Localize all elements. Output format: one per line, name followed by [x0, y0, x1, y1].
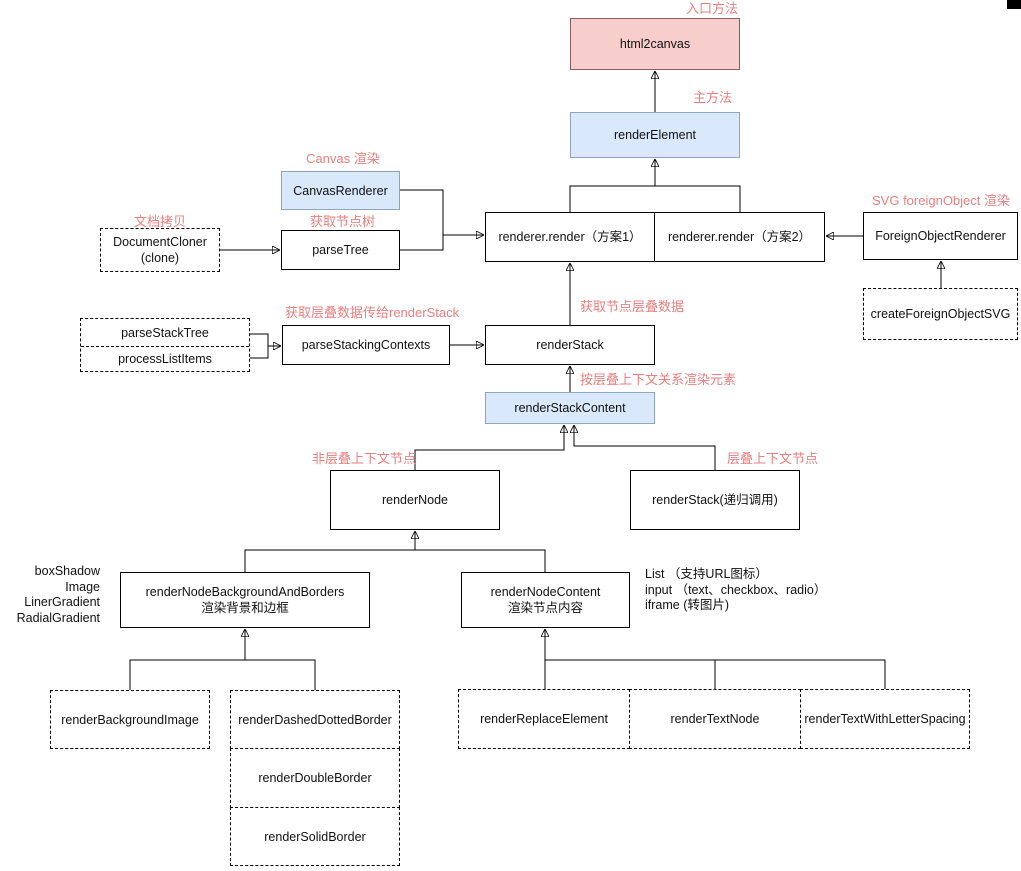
node-rendertextnode: renderTextNode	[629, 689, 801, 749]
node-rendertextwithletterspacing-label: renderTextWithLetterSpacing	[804, 712, 966, 726]
connector-canvasrenderer-parsetree-merge	[400, 189, 444, 251]
annotation-get-node-stacking-data: 获取节点层叠数据	[580, 299, 685, 314]
node-foreignobjectrenderer: ForeignObjectRenderer	[863, 212, 1018, 260]
node-renderstackcontent-label: renderStackContent	[514, 401, 626, 415]
node-parsetree: parseTree	[281, 230, 400, 270]
node-rendernode-label: renderNode	[381, 493, 448, 507]
node-rendernodebackgroundandborders-line2: 渲染背景和边框	[201, 601, 289, 615]
node-html2canvas: html2canvas	[570, 18, 740, 70]
node-parsestackingcontexts: parseStackingContexts	[282, 325, 450, 365]
node-renderer-render-2-label: renderer.render（方案2）	[667, 230, 812, 244]
node-renderer-render-2: renderer.render（方案2）	[654, 212, 825, 262]
note-content-capability: input （text、checkbox、radio）	[645, 582, 827, 597]
annotation-render-by-stacking-context: 按层叠上下文关系渲染元素	[580, 372, 737, 387]
node-rendertextnode-label: renderTextNode	[670, 712, 760, 726]
node-renderstack-label: renderStack	[536, 338, 604, 352]
node-renderstackcontent: renderStackContent	[485, 392, 655, 424]
node-renderdoubleborder: renderDoubleBorder	[230, 748, 400, 808]
node-parsetree-label: parseTree	[312, 243, 369, 257]
node-renderer-render-1: renderer.render（方案1）	[485, 212, 655, 262]
screen-corner-artifact	[1007, 0, 1021, 9]
node-rendersolidborder: renderSolidBorder	[230, 807, 400, 866]
annotation-main-method: 主方法	[693, 90, 733, 105]
connector-rendernode-to-stackcontent	[414, 426, 564, 470]
node-renderbackgroundimage: renderBackgroundImage	[50, 690, 210, 749]
node-rendernodebackgroundandborders: renderNodeBackgroundAndBorders 渲染背景和边框	[120, 572, 370, 628]
node-createforeignobjectsvg: createForeignObjectSVG	[863, 288, 1018, 340]
annotation-entry-method: 入口方法	[686, 1, 739, 16]
node-processlistitems: processListItems	[81, 346, 249, 371]
node-renderelement: renderElement	[570, 112, 740, 158]
node-renderstack-recursive: renderStack(递归调用)	[630, 470, 800, 530]
node-documentcloner-line1: DocumentCloner	[113, 235, 207, 249]
node-parsestacktree: parseStackTree	[81, 319, 249, 346]
connector-recursive-to-stackcontent	[574, 426, 716, 470]
note-background-capability: boxShadow	[34, 564, 100, 578]
node-parsestack-group: parseStackTree processListItems	[80, 318, 250, 372]
annotation-non-stacking-context-node: 非层叠上下文节点	[312, 451, 417, 466]
node-renderdasheddottedborder: renderDashedDottedBorder	[230, 690, 400, 749]
note-background-capability: Image	[65, 579, 100, 594]
note-background-capability: RadialGradient	[16, 610, 100, 625]
note-background-capability: LinerGradient	[24, 595, 100, 609]
node-rendernodecontent-line2: 渲染节点内容	[507, 601, 583, 615]
node-rendernode: renderNode	[330, 470, 500, 530]
connector-content-subtree-bracket	[544, 659, 886, 689]
connector-parsestack-bracket	[250, 333, 269, 359]
node-rendernodecontent-line1: renderNodeContent	[490, 585, 601, 599]
node-rendersolidborder-label: renderSolidBorder	[264, 829, 366, 844]
note-content-capability: List （支持URL图标）	[645, 567, 768, 581]
node-foreignobjectrenderer-label: ForeignObjectRenderer	[875, 229, 1006, 243]
connector-rendernode-children-bracket	[244, 549, 546, 572]
annotation-stacking-context-node: 层叠上下文节点	[727, 451, 819, 466]
node-renderstack: renderStack	[485, 325, 655, 365]
node-rendernodebackgroundandborders-line1: renderNodeBackgroundAndBorders	[145, 585, 345, 599]
node-canvasrenderer-label: CanvasRenderer	[293, 183, 388, 198]
node-createforeignobjectsvg-label: createForeignObjectSVG	[870, 307, 1011, 321]
annotation-get-node-tree: 获取节点树	[310, 214, 376, 229]
node-renderreplaceelement: renderReplaceElement	[458, 689, 630, 749]
note-background-capabilities: boxShadow Image LinerGradient RadialGrad…	[8, 564, 100, 626]
annotation-canvas-render: Canvas 渲染	[306, 151, 380, 166]
note-content-capability: iframe (转图片)	[645, 598, 730, 612]
node-rendertextwithletterspacing: renderTextWithLetterSpacing	[800, 689, 970, 749]
connector-bgborders-subtree-bracket	[129, 659, 316, 690]
note-content-capabilities: List （支持URL图标） input （text、checkbox、radi…	[645, 567, 826, 614]
annotation-pass-stacking-data: 获取层叠数据传给renderStack	[285, 305, 460, 320]
annotation-svg-foreignobject-render: SVG foreignObject 渲染	[872, 193, 1010, 208]
node-parsestackingcontexts-label: parseStackingContexts	[301, 338, 431, 352]
node-renderdoubleborder-label: renderDoubleBorder	[258, 771, 372, 785]
node-renderer-render-1-label: renderer.render（方案1）	[498, 230, 642, 244]
node-processlistitems-label: processListItems	[118, 352, 212, 366]
node-renderelement-label: renderElement	[614, 128, 696, 142]
connector-renderer-bracket	[569, 185, 741, 212]
node-renderbackgroundimage-label: renderBackgroundImage	[61, 712, 199, 727]
node-rendernodecontent: renderNodeContent 渲染节点内容	[461, 572, 630, 628]
node-renderreplaceelement-label: renderReplaceElement	[480, 712, 608, 726]
node-renderdasheddottedborder-label: renderDashedDottedBorder	[238, 712, 392, 727]
node-parsestacktree-label: parseStackTree	[121, 325, 209, 340]
node-documentcloner-line2: (clone)	[140, 251, 180, 265]
node-canvasrenderer: CanvasRenderer	[281, 171, 400, 210]
node-renderstack-recursive-label: renderStack(递归调用)	[652, 493, 778, 507]
node-documentcloner: DocumentCloner (clone)	[100, 228, 220, 272]
node-html2canvas-label: html2canvas	[619, 37, 691, 51]
annotation-document-copy: 文档拷贝	[134, 214, 187, 229]
